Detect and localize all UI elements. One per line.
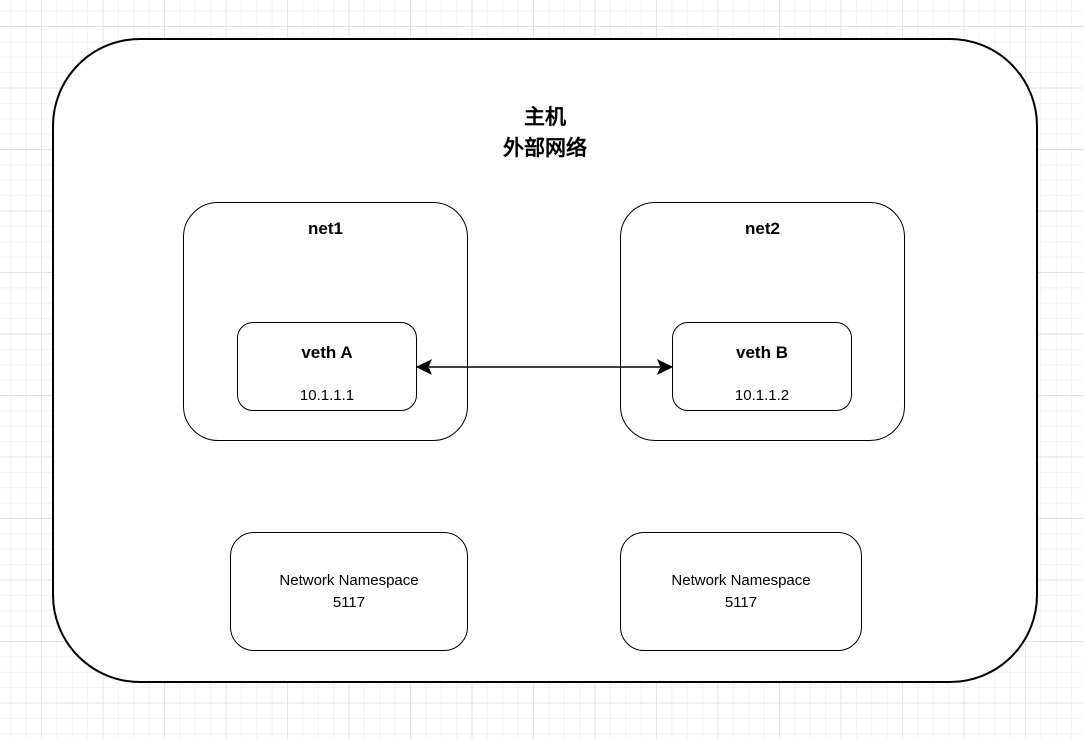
network-namespace-box-right: Network Namespace 5117 <box>620 532 862 651</box>
veth-a-ip: 10.1.1.1 <box>299 387 355 404</box>
veth-a-label: veth A <box>301 343 353 362</box>
network-namespace-left-line2: 5117 <box>332 593 366 611</box>
network-namespace-box-left: Network Namespace 5117 <box>230 532 468 651</box>
veth-a-box: veth A 10.1.1.1 <box>237 322 417 411</box>
network-namespace-right-line2: 5117 <box>724 593 758 611</box>
net1-label: net1 <box>308 219 343 238</box>
host-title: 主机 外部网络 <box>54 102 1036 164</box>
network-namespace-left-line1: Network Namespace <box>279 571 419 589</box>
host-title-line2: 外部网络 <box>503 137 587 160</box>
veth-b-ip: 10.1.1.2 <box>734 387 790 404</box>
net2-label: net2 <box>745 219 780 238</box>
host-title-line1: 主机 <box>524 106 566 129</box>
veth-pair-arrow <box>416 359 673 375</box>
veth-b-box: veth B 10.1.1.2 <box>672 322 852 411</box>
veth-b-label: veth B <box>736 343 788 362</box>
network-namespace-right-line1: Network Namespace <box>671 571 811 589</box>
